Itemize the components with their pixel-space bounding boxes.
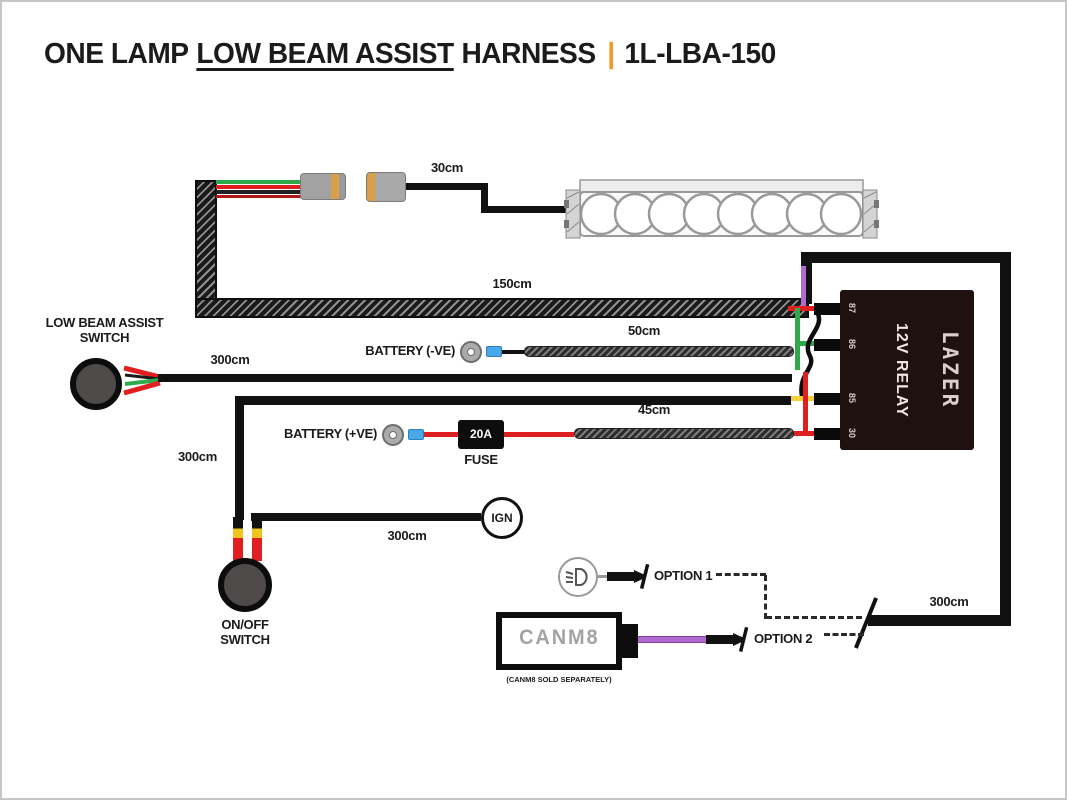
relay-pin-85-label: 85 [847,392,857,403]
battery-neg-length-label: 50cm [627,323,661,338]
option2-label: OPTION 2 [754,631,813,646]
ign-label: IGN [491,511,513,525]
battery-pos-red-wire-2 [504,432,574,437]
canm8-stub [620,624,638,658]
lightbar-right-bracket [862,189,879,239]
onoff-switch-knob [218,558,272,612]
onoff-length-label: 300cm [178,449,217,464]
onoff-stub-left [233,517,243,561]
lowbeam-input-wire-bottom [868,615,1011,626]
battery-pos-cable [574,428,794,439]
battery-neg-label: BATTERY (-VE) [365,343,455,358]
lba-switch-label-line1: LOW BEAM ASSIST [45,315,164,330]
title-underlined: LOW BEAM ASSIST [196,38,454,70]
relay-pin-86-stub [814,339,840,351]
lamp-wire-seg1 [406,183,488,190]
ign-length-label: 300cm [387,528,427,543]
option1-label: OPTION 1 [654,568,713,583]
onoff-switch-label-line2: SWITCH [220,632,270,647]
lamp-cable-length-label: 30cm [430,160,464,175]
lba-switch-wire [158,374,792,382]
junction-red-30 [790,431,820,436]
option2-purple-wire [638,636,708,643]
lba-switch-knob [70,358,122,410]
lamp-wire-seg2 [481,183,488,213]
main-harness-cable-horizontal [195,298,809,318]
onoff-wire-vertical [235,396,244,520]
junction-red-vertical [803,372,808,436]
option2-spade-connector [706,626,752,658]
main-cable-length-label: 150cm [492,276,532,291]
title-prefix: ONE LAMP [44,38,189,70]
title-separator: | [607,38,615,70]
lamp-wire-seg3 [481,206,569,213]
relay-pin-87-stub [814,303,840,315]
battery-pos-red-wire-1 [424,432,458,437]
led-light-bar [564,174,879,253]
junction-black-squiggle [794,308,828,405]
lowbeam-input-wire-top [801,252,1011,263]
lowbeam-input-length-label: 300cm [929,594,969,609]
battery-neg-crimp [486,346,502,357]
battery-pos-ring-terminal [382,424,404,446]
relay-pin-85-stub [814,393,840,405]
stub-wire-black [216,190,302,194]
lowbeam-lamp-icon [558,557,598,597]
battery-pos-label: BATTERY (+VE) [283,426,377,441]
relay-body [840,290,974,450]
battery-neg-ring-terminal [460,341,482,363]
relay-pin-30-label: 30 [847,427,857,438]
battery-neg-cable [524,346,794,357]
option1-link [598,575,608,578]
battery-neg-link-wire [502,350,526,354]
stub-wire-red2 [216,195,302,198]
stub-wire-green [216,180,302,184]
lba-switch-wire-fan [120,360,162,407]
lightbar-left-bracket [564,189,581,239]
relay-pin-30-stub [814,428,840,440]
canm8-module: CANM8 [496,612,622,670]
lowbeam-input-wire-up [801,252,812,304]
junction-purple-wire [801,266,806,308]
option1-dash-v [764,575,767,619]
onoff-switch-label-line1: ON/OFF [221,617,269,632]
battery-pos-length-label: 45cm [637,402,671,417]
option1-spade-connector [607,563,653,595]
title-product-code: 1L-LBA-150 [624,38,776,70]
canm8-note: (CANM8 SOLD SEPARATELY) [506,675,612,684]
ign-terminal: IGN [481,497,523,539]
fuse-body: 20A [458,420,504,449]
fuse-rating: 20A [469,427,492,441]
junction-green-vertical [795,308,800,370]
fuse-label: FUSE [464,452,498,467]
option1-dash-h1 [716,573,766,576]
ign-wire [251,513,481,521]
lba-switch-length-label: 300cm [210,352,250,367]
title-suffix: HARNESS [461,38,596,70]
relay-label: 12V RELAY [893,322,910,418]
relay-brand-logo: LAZER [938,330,962,410]
junction-red-87 [788,306,820,311]
lba-switch-label-line2: SWITCH [79,330,130,345]
lamp-connector-socket [366,172,406,202]
option1-dash-h2 [766,616,862,619]
onoff-stub-right [252,517,262,561]
relay-pin-86-label: 86 [847,338,857,349]
relay-pin-87-label: 87 [847,302,857,313]
onoff-wire-horizontal [235,396,791,405]
lowbeam-input-wire-right [1000,252,1011,626]
harness-connector-plug [300,173,346,200]
canm8-label: CANM8 [518,626,600,649]
main-harness-cable-vertical [195,180,217,306]
battery-pos-crimp [408,429,424,440]
stub-wire-red [216,185,302,189]
option2-dash-h [824,633,864,636]
